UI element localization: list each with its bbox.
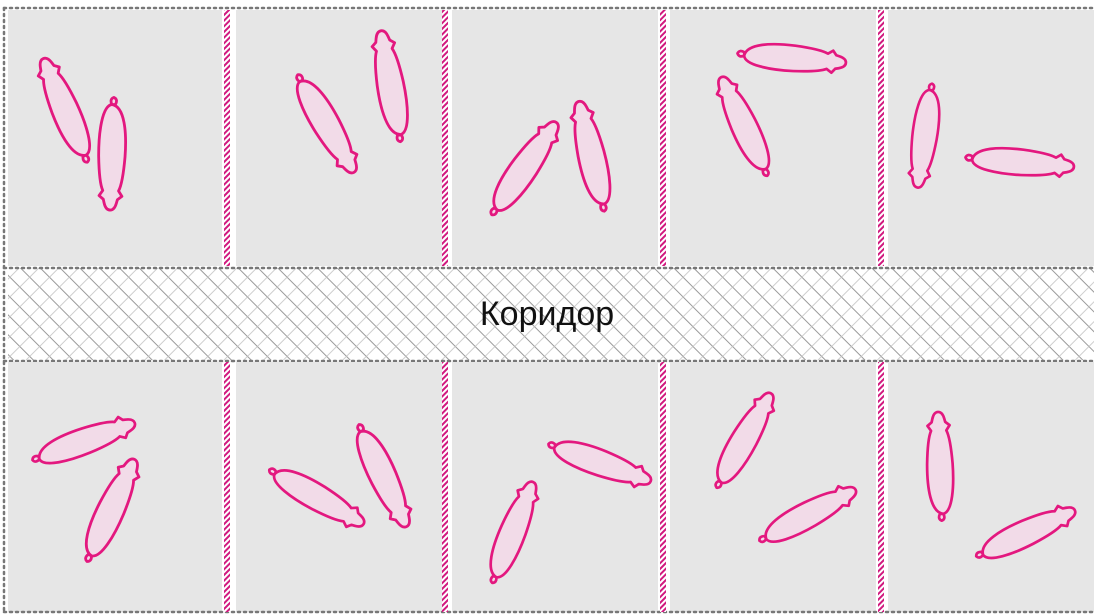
divider-bottom-1: [224, 362, 230, 612]
pen-bottom-5: [888, 362, 1094, 612]
divider-top-4: [878, 10, 884, 266]
corridor: [8, 268, 1094, 360]
divider-bottom-2: [442, 362, 448, 612]
divider-bottom-4: [878, 362, 884, 612]
divider-bottom-3: [660, 362, 666, 612]
divider-top-2: [442, 10, 448, 266]
pen-bottom-3: [452, 362, 658, 612]
divider-top-3: [660, 10, 666, 266]
divider-top-1: [224, 10, 230, 266]
pen-bottom-2: [236, 362, 442, 612]
